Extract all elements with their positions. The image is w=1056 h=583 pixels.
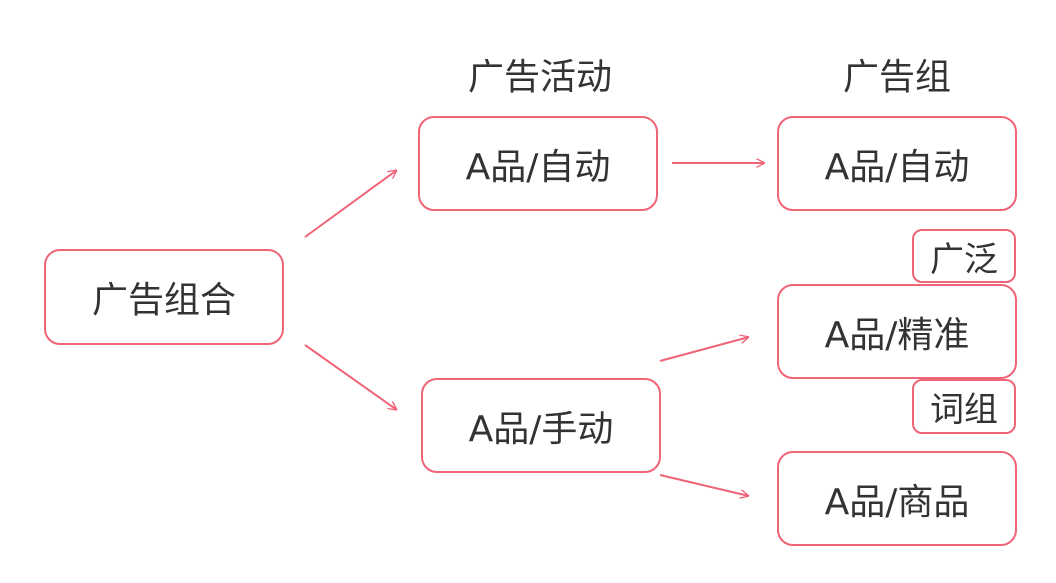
node-campaign-auto: A品/自动 — [418, 116, 658, 211]
node-group-exact: A品/精准 — [777, 284, 1017, 379]
arrow-portfolio-to-auto — [304, 170, 397, 238]
node-group-product: A品/商品 — [777, 451, 1017, 546]
node-group-auto: A品/自动 — [777, 116, 1017, 211]
header-ad-group: 广告组 — [842, 57, 951, 98]
node-campaign-manual: A品/手动 — [421, 378, 661, 473]
arrow-portfolio-to-manual — [304, 344, 397, 410]
tag-broad: 广泛 — [912, 229, 1016, 283]
node-portfolio: 广告组合 — [44, 249, 284, 345]
header-campaign: 广告活动 — [467, 57, 612, 98]
arrow-manual-to-exact — [659, 337, 749, 362]
arrow-manual-to-product — [659, 474, 749, 496]
tag-phrase: 词组 — [912, 379, 1016, 434]
